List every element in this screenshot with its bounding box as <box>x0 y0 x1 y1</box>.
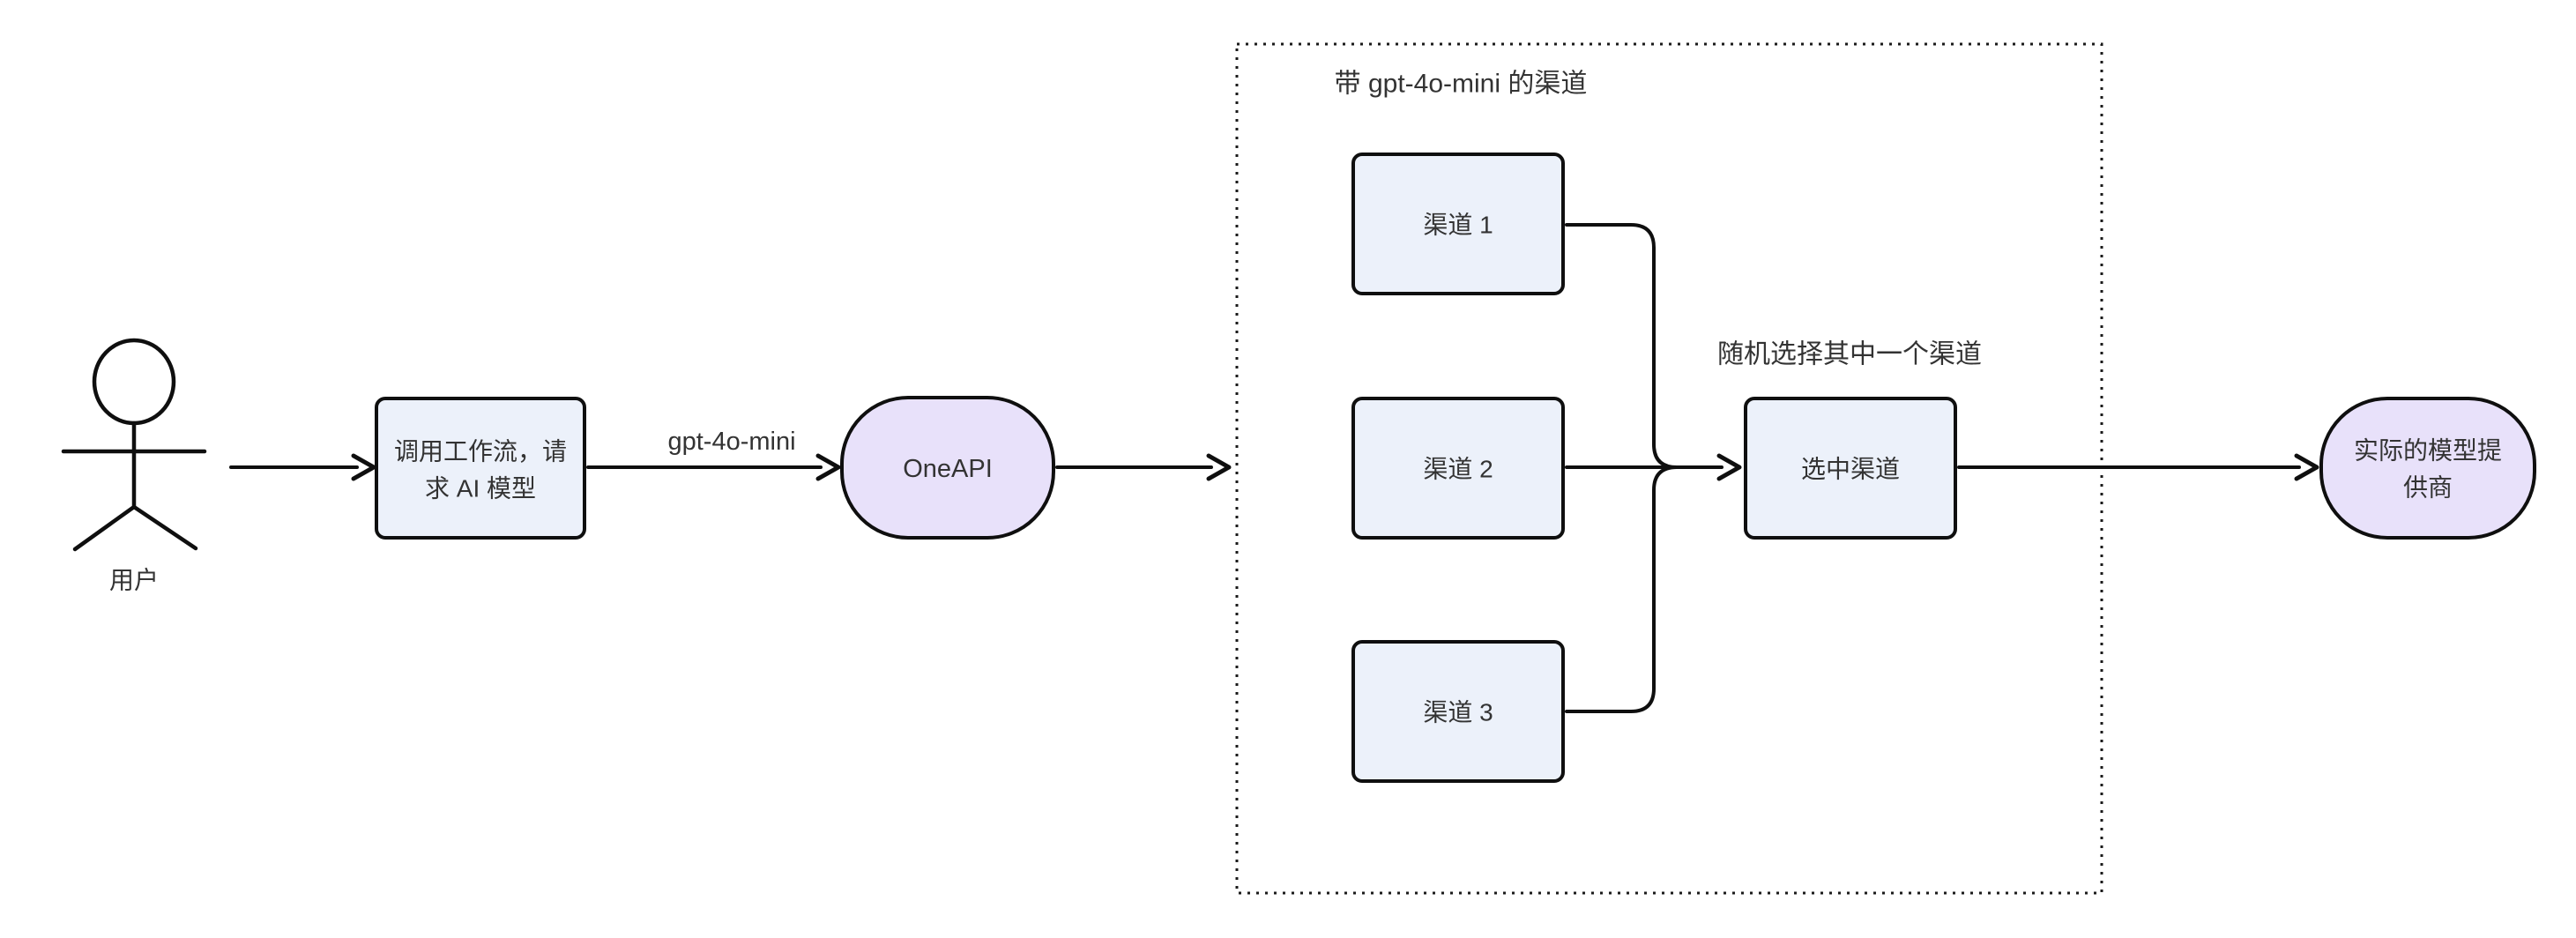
channel-3-box <box>1351 640 1565 783</box>
subgraph-title: 带 gpt-4o-mini 的渠道 <box>1335 70 1588 99</box>
channel-2-node: 渠道 2 <box>1351 397 1565 540</box>
edge-line <box>1565 465 1679 713</box>
arrowhead-icon <box>1716 453 1742 481</box>
channel-2-label: 渠道 2 <box>1423 456 1493 483</box>
provider-label-line2: 供商 <box>2403 474 2453 502</box>
workflow-box <box>375 397 586 540</box>
edge-selected-to-provider <box>1957 453 2319 481</box>
actor-leg-left <box>72 504 137 552</box>
provider-node: 实际的模型提 供商 <box>2319 397 2536 540</box>
channel-3-node: 渠道 3 <box>1351 640 1565 783</box>
oneapi-stadium <box>840 396 1055 540</box>
edge-line <box>1565 223 1679 469</box>
actor-head <box>92 338 176 426</box>
selected-channel-label: 选中渠道 <box>1801 456 1900 483</box>
provider-stadium <box>2319 397 2536 540</box>
edge-channel-2-to-selected <box>1565 453 1742 481</box>
edge-model-label: gpt-4o-mini <box>667 428 795 456</box>
actor-figure: 用户 <box>61 338 207 594</box>
channel-2-box <box>1351 397 1565 540</box>
selection-note: 随机选择其中一个渠道 <box>1717 340 1982 369</box>
actor-leg-right <box>131 504 198 551</box>
channel-3-label: 渠道 3 <box>1423 699 1493 726</box>
edge-oneapi-to-container <box>1055 453 1232 481</box>
edge-channel-1-to-selected <box>1565 223 1679 469</box>
selected-channel-box <box>1744 397 1957 540</box>
actor-label: 用户 <box>109 567 159 594</box>
workflow-label-line2: 求 AI 模型 <box>425 475 536 502</box>
oneapi-label: OneAPI <box>903 455 993 483</box>
channel-1-node: 渠道 1 <box>1351 153 1565 295</box>
edge-workflow-to-oneapi: gpt-4o-mini <box>586 428 841 481</box>
channel-1-box <box>1351 153 1565 295</box>
edge-user-to-workflow <box>229 453 376 481</box>
provider-label-line1: 实际的模型提 <box>2354 437 2502 465</box>
arrowhead-icon <box>815 453 841 481</box>
arrowhead-icon <box>1206 453 1232 481</box>
edge-channel-3-to-selected <box>1565 465 1679 713</box>
workflow-node: 调用工作流，请 求 AI 模型 <box>375 397 586 540</box>
arrowhead-icon <box>351 453 376 481</box>
workflow-label-line1: 调用工作流，请 <box>394 438 567 465</box>
channel-1-label: 渠道 1 <box>1423 212 1493 239</box>
oneapi-node: OneAPI <box>840 396 1055 540</box>
selected-channel-node: 随机选择其中一个渠道 选中渠道 <box>1717 340 1982 540</box>
arrowhead-icon <box>2294 453 2319 481</box>
